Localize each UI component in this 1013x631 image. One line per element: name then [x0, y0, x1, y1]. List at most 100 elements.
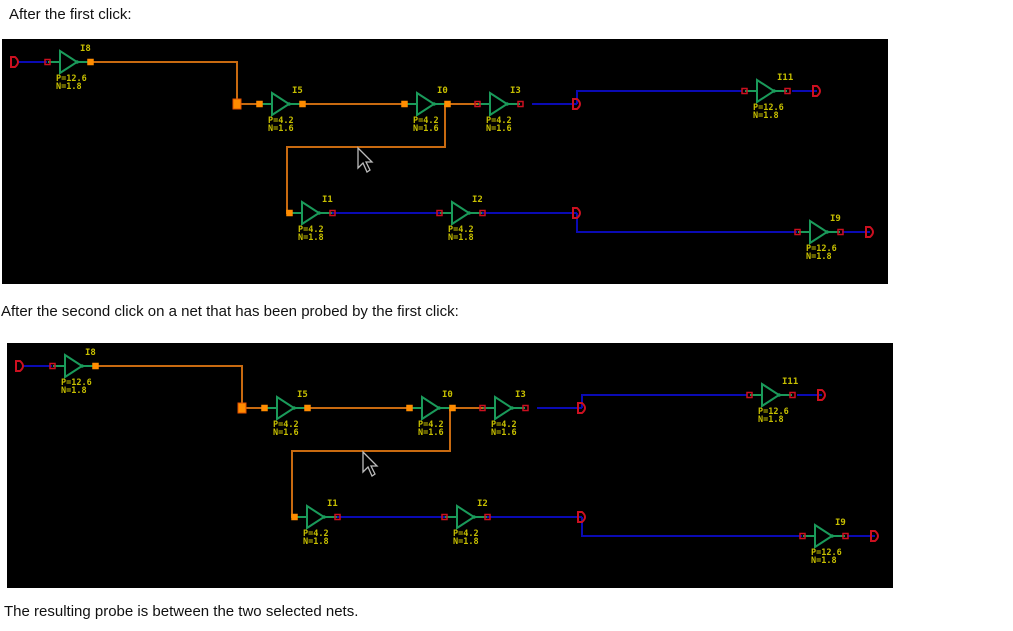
input-pin[interactable]: [261, 404, 268, 412]
buffer-triangle-icon: [494, 395, 514, 421]
port-0[interactable]: D: [15, 360, 24, 372]
instance-param-label: P=12.6: [56, 74, 87, 84]
buffer-i9[interactable]: I9P=12.6N=1.8: [799, 518, 849, 566]
probe-marker[interactable]: [232, 98, 242, 110]
input-pin[interactable]: [49, 362, 56, 370]
net-wire[interactable]: [576, 90, 742, 104]
input-pin[interactable]: [436, 209, 443, 217]
instance-name-label: I5: [292, 86, 303, 96]
instance-param-label: P=4.2: [273, 420, 299, 430]
instance-param-label: N=1.6: [268, 124, 294, 134]
buffer-triangle-icon: [761, 382, 781, 408]
caption-second-click: After the second click on a net that has…: [1, 303, 459, 320]
input-pin[interactable]: [401, 100, 408, 108]
output-dot: [772, 89, 776, 93]
port-1[interactable]: D: [572, 98, 581, 110]
port-3[interactable]: D: [577, 511, 586, 523]
instance-param-label: N=1.8: [303, 537, 329, 547]
buffer-triangle-icon: [814, 523, 834, 549]
buffer-i1[interactable]: I1P=4.2N=1.8: [286, 195, 336, 243]
port-3[interactable]: D: [572, 207, 581, 219]
output-pin[interactable]: [299, 100, 306, 108]
input-pin[interactable]: [291, 513, 298, 521]
output-pin[interactable]: [87, 58, 94, 66]
buffer-triangle-icon: [59, 49, 79, 75]
output-pin[interactable]: [484, 513, 491, 521]
input-pin[interactable]: [479, 404, 486, 412]
buffer-i8[interactable]: I8P=12.6N=1.8: [49, 348, 99, 396]
input-pin[interactable]: [799, 532, 806, 540]
port-icon: [572, 98, 581, 110]
buffer-triangle-icon: [64, 353, 84, 379]
input-pin[interactable]: [474, 100, 481, 108]
output-pin[interactable]: [304, 404, 311, 412]
port-0[interactable]: D: [10, 56, 19, 68]
output-pin[interactable]: [479, 209, 486, 217]
buffer-i0[interactable]: I0P=4.2N=1.6: [401, 86, 451, 134]
input-pin[interactable]: [794, 228, 801, 236]
net-wire-net-i8-out[interactable]: [92, 61, 257, 105]
port-4[interactable]: D: [865, 226, 874, 238]
buffer-i3[interactable]: I3P=4.2N=1.6: [474, 86, 524, 134]
net-wire[interactable]: [581, 517, 802, 537]
port-2[interactable]: D: [817, 389, 826, 401]
input-pin[interactable]: [741, 87, 748, 95]
output-dot: [80, 364, 84, 368]
buffer-triangle-icon: [301, 200, 321, 226]
net-wire[interactable]: [581, 394, 747, 408]
output-pin[interactable]: [329, 209, 336, 217]
instance-param-label: P=12.6: [61, 378, 92, 388]
input-pin[interactable]: [256, 100, 263, 108]
output-pin[interactable]: [444, 100, 451, 108]
buffer-i5[interactable]: I5P=4.2N=1.6: [261, 390, 311, 438]
port-icon: [577, 402, 586, 414]
buffer-i8[interactable]: I8P=12.6N=1.8: [44, 44, 94, 92]
output-dot: [467, 211, 471, 215]
buffer-i9[interactable]: I9P=12.6N=1.8: [794, 214, 844, 262]
output-pin[interactable]: [842, 532, 849, 540]
output-pin[interactable]: [522, 404, 529, 412]
instance-param-label: N=1.6: [486, 124, 512, 134]
port-2[interactable]: D: [812, 85, 821, 97]
input-pin[interactable]: [44, 58, 51, 66]
caption-first-click: After the first click:: [9, 6, 132, 23]
input-pin[interactable]: [441, 513, 448, 521]
port-4[interactable]: D: [870, 530, 879, 542]
buffer-i2[interactable]: I2P=4.2N=1.8: [436, 195, 486, 243]
instance-param-label: P=4.2: [453, 529, 479, 539]
output-pin[interactable]: [92, 362, 99, 370]
instance-param-label: N=1.8: [811, 556, 837, 566]
probe-marker[interactable]: [237, 402, 247, 414]
input-pin[interactable]: [286, 209, 293, 217]
output-pin[interactable]: [784, 87, 791, 95]
buffer-i3[interactable]: I3P=4.2N=1.6: [479, 390, 529, 438]
input-pin[interactable]: [406, 404, 413, 412]
buffer-i0[interactable]: I0P=4.2N=1.6: [406, 390, 456, 438]
instance-param-label: P=12.6: [806, 244, 837, 254]
output-dot: [825, 230, 829, 234]
output-pin[interactable]: [789, 391, 796, 399]
output-dot: [472, 515, 476, 519]
output-pin[interactable]: [449, 404, 456, 412]
output-dot: [505, 102, 509, 106]
input-pin[interactable]: [746, 391, 753, 399]
instance-name-label: I0: [437, 86, 448, 96]
port-icon: [870, 530, 879, 542]
output-pin[interactable]: [334, 513, 341, 521]
output-pin[interactable]: [517, 100, 524, 108]
buffer-i5[interactable]: I5P=4.2N=1.6: [256, 86, 306, 134]
output-pin[interactable]: [837, 228, 844, 236]
instance-name-label: I9: [830, 214, 841, 224]
port-1[interactable]: D: [577, 402, 586, 414]
buffer-i2[interactable]: I2P=4.2N=1.8: [441, 499, 491, 547]
instance-param-label: N=1.8: [806, 252, 832, 262]
net-wire[interactable]: [576, 213, 797, 233]
net-wire-net-i8-out[interactable]: [97, 365, 262, 409]
buffer-i1[interactable]: I1P=4.2N=1.8: [291, 499, 341, 547]
